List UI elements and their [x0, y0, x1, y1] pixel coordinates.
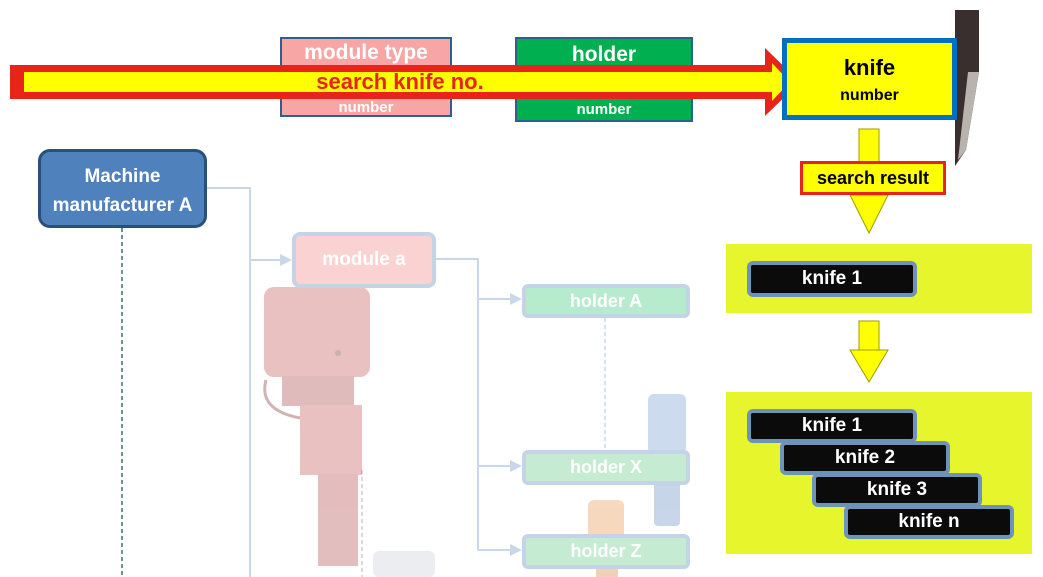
down-arrow-middle	[849, 320, 889, 383]
tree-connectors	[207, 187, 512, 577]
module-machine-icon	[263, 287, 370, 566]
result-list-item-2-label: knife 2	[834, 447, 896, 468]
result-list-item-3-label: knife 3	[866, 479, 928, 500]
knife-number-box: knife number	[782, 38, 957, 120]
search-arrow-label: search knife no.	[316, 69, 484, 94]
module-a-label: module a	[322, 249, 406, 270]
result-list-item-1-label: knife 1	[801, 415, 863, 436]
module-type-title: module type	[304, 41, 428, 64]
result-list-item-3: knife 3	[812, 473, 982, 507]
knife-sub: number	[840, 87, 899, 104]
knife-title: knife	[843, 55, 896, 80]
result-list-item-4: knife n	[844, 505, 1014, 539]
gray-part-icon	[373, 551, 435, 577]
result-list-item-1: knife 1	[747, 409, 917, 443]
single-result-knife-tag: knife 1	[747, 261, 917, 297]
holder-a-box: holder A	[522, 284, 690, 318]
holder-x-box: holder X	[522, 450, 690, 485]
holder-x-label: holder X	[569, 457, 642, 477]
module-a-box: module a	[292, 232, 436, 288]
manufacturer-label: Machine manufacturer A	[52, 166, 193, 216]
knife-blade-icon	[955, 10, 979, 166]
tree-arrowheads	[280, 254, 522, 556]
result-list-item-2: knife 2	[780, 441, 950, 475]
search-result-label: search result	[800, 161, 946, 195]
module-type-sub: number	[338, 99, 394, 116]
single-result-knife-label: knife 1	[801, 268, 863, 289]
manufacturer-box: Machine manufacturer A	[38, 149, 207, 228]
holder-a-label: holder A	[569, 291, 643, 311]
holder-z-label: holder Z	[570, 541, 642, 561]
holder-sub: number	[576, 101, 632, 118]
result-list-item-4-label: knife n	[898, 511, 960, 532]
holder-title: holder	[571, 43, 637, 66]
holder-z-box: holder Z	[522, 534, 690, 569]
